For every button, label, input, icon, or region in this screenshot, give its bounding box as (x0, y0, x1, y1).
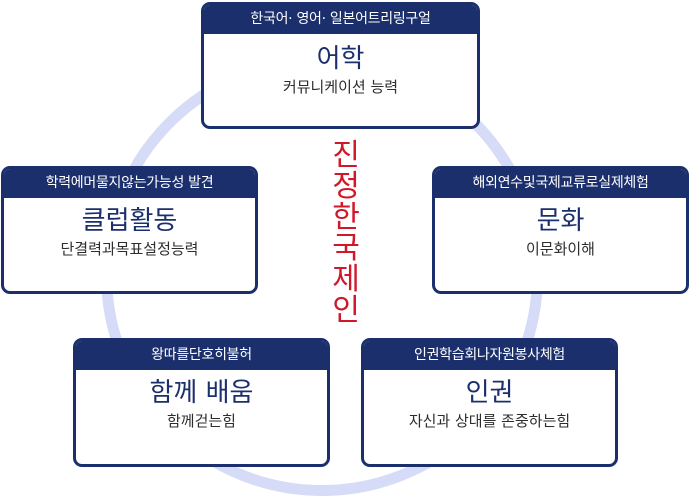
card-learning-together-title: 함께 배움 (149, 378, 254, 408)
card-language-title: 어학 (316, 44, 365, 74)
center-slogan: 진정한국제인 (332, 138, 360, 328)
card-language-header: 한국어· 영어· 일본어트리링구얼 (204, 5, 477, 34)
card-learning-together-header: 왕따를단호히불허 (76, 341, 327, 370)
card-human-rights-description: 자신과 상대를 존중하는힘 (408, 412, 571, 430)
card-human-rights: 인권학습회나자원봉사체험 인권 자신과 상대를 존중하는힘 (361, 338, 618, 467)
card-culture-title: 문화 (536, 206, 585, 236)
card-culture-header: 해외연수및국제교류로실제체험 (435, 169, 686, 198)
card-human-rights-title: 인권 (465, 378, 514, 408)
card-language: 한국어· 영어· 일본어트리링구얼 어학 커뮤니케이션 능력 (201, 2, 480, 129)
card-culture-description: 이문화이해 (525, 240, 595, 258)
card-culture: 해외연수및국제교류로실제체험 문화 이문화이해 (432, 166, 689, 294)
card-club-activities-title: 클럽활동 (81, 206, 178, 236)
card-club-activities-header: 학력에머물지않는가능성 발견 (4, 169, 255, 198)
card-human-rights-header: 인권학습회나자원봉사체험 (364, 341, 615, 370)
card-language-description: 커뮤니케이션 능력 (282, 78, 399, 96)
card-club-activities-description: 단결력과목표설정능력 (60, 240, 199, 258)
card-learning-together: 왕따를단호히불허 함께 배움 함께걷는힘 (73, 338, 330, 467)
card-learning-together-description: 함께걷는힘 (166, 412, 236, 430)
card-club-activities: 학력에머물지않는가능성 발견 클럽활동 단결력과목표설정능력 (1, 166, 258, 294)
